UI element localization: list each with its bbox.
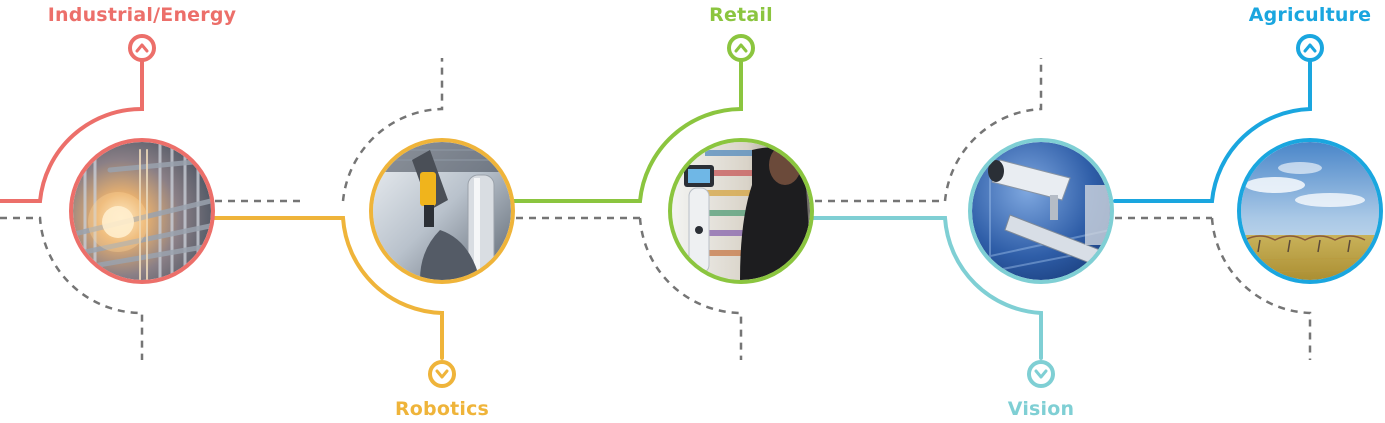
chevron-down-icon	[1027, 360, 1055, 388]
chevron-up-icon	[128, 34, 156, 62]
agriculture-photo	[1241, 142, 1379, 280]
industrial-energy-label: Industrial/Energy	[47, 4, 237, 26]
connector-agriculture	[1113, 60, 1312, 203]
connector-retail	[510, 60, 743, 203]
industrial-energy-ring	[69, 138, 215, 284]
connector-industrial	[0, 60, 144, 203]
dashed-connector-industrial	[0, 216, 144, 360]
retail-photo	[672, 142, 810, 280]
robotics-ring	[369, 138, 515, 284]
robotics-photo	[373, 142, 511, 280]
chevron-up-icon	[1296, 34, 1324, 62]
retail-label: Retail	[709, 4, 773, 26]
dashed-connector-retail	[638, 217, 743, 360]
connector-vision	[810, 216, 1043, 360]
vision-label: Vision	[1007, 398, 1075, 420]
robotics-label: Robotics	[394, 398, 490, 420]
retail-ring	[668, 138, 814, 284]
vision-photo	[972, 142, 1110, 280]
vision-ring	[968, 138, 1114, 284]
dashed-connector-agriculture	[1210, 217, 1312, 360]
agriculture-label: Agriculture	[1248, 4, 1372, 26]
industrial-energy-photo	[73, 142, 211, 280]
dashed-connector-vision	[943, 58, 1043, 202]
connector-robotics	[211, 216, 444, 360]
chevron-down-icon	[428, 360, 456, 388]
chevron-up-icon	[727, 34, 755, 62]
dashed-connector-robotics	[341, 58, 444, 202]
agriculture-ring	[1237, 138, 1383, 284]
